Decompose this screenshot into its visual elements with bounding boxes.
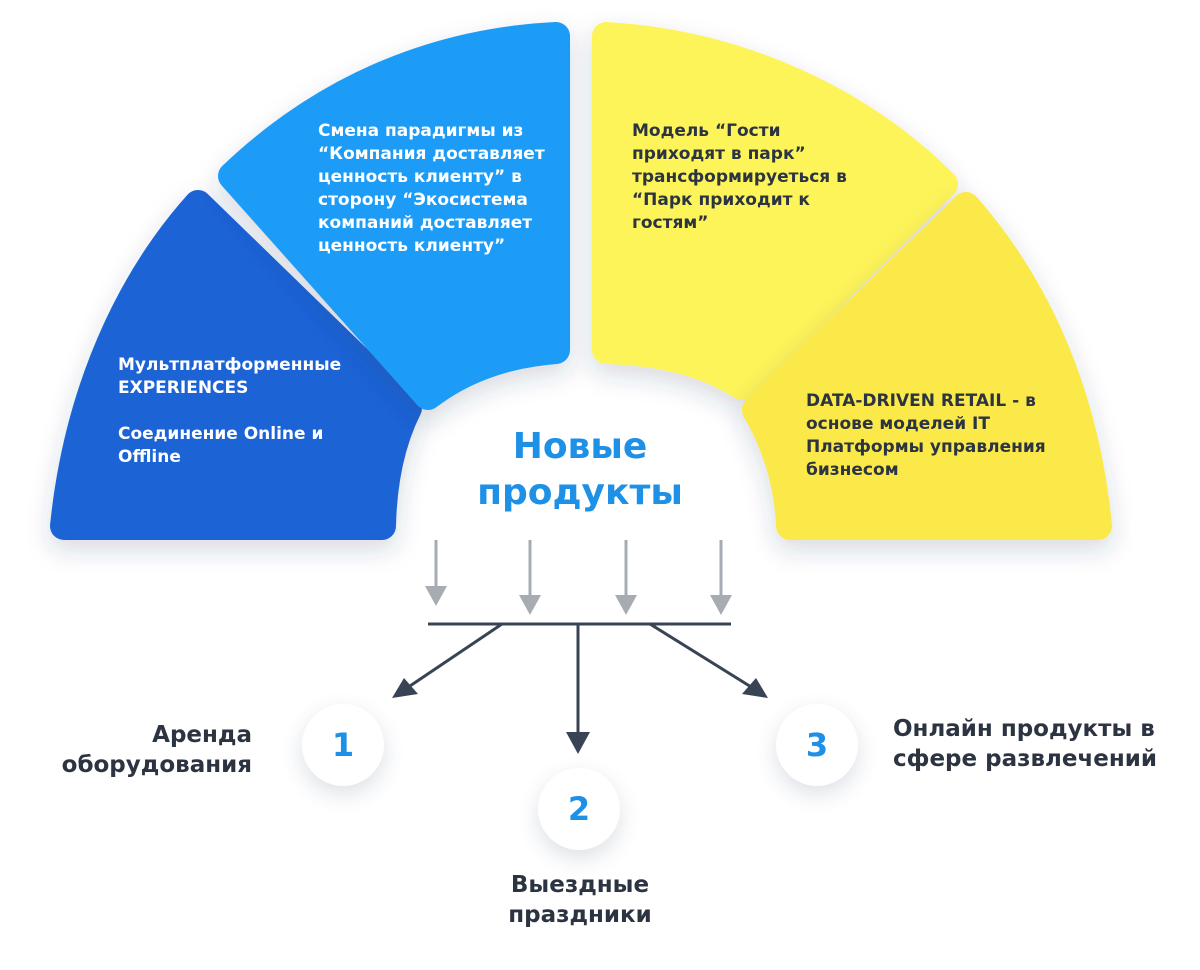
segment-paradigm	[218, 22, 570, 410]
output-label-equipment-rental: Аренда оборудования	[61, 722, 252, 778]
output-number-3: 3	[776, 704, 858, 786]
segment-multiplatform	[50, 190, 422, 540]
output-arrowhead-2	[566, 732, 590, 754]
output-arrow-1-line	[403, 622, 503, 692]
output-arrowhead-1	[392, 678, 418, 698]
input-arrowhead-3	[615, 595, 637, 615]
output-number-2: 2	[538, 768, 620, 850]
input-arrowheads	[425, 586, 732, 615]
segment-park-model	[592, 22, 958, 400]
output-number-1: 1	[302, 704, 384, 786]
input-arrowhead-1	[425, 586, 447, 606]
segment-paradigm-text: Смена парадигмы из “Компания доставляет …	[318, 121, 545, 256]
output-label-offsite-parties: Выездные праздники	[508, 872, 652, 928]
output-arrow-3-line	[649, 622, 757, 692]
output-arrowheads	[392, 678, 768, 754]
output-arrowhead-3	[742, 678, 768, 698]
segment-multiplatform-text: Мультплатформенные EXPERIENCES Соединени…	[118, 355, 342, 467]
segment-data-driven	[742, 192, 1112, 540]
output-label-online-entertainment: Онлайн продукты в сфере развлечений	[893, 716, 1157, 772]
input-arrows	[434, 540, 723, 599]
output-arrows	[403, 622, 757, 736]
segment-data-driven-text: DATA-DRIVEN RETAIL - в основе моделей IT…	[806, 391, 1046, 480]
center-title: Новые продукты	[477, 426, 683, 513]
input-arrowhead-2	[519, 595, 541, 615]
input-arrowhead-4	[710, 595, 732, 615]
segment-park-model-text: Модель “Гости приходят в парк” трансформ…	[632, 121, 847, 233]
